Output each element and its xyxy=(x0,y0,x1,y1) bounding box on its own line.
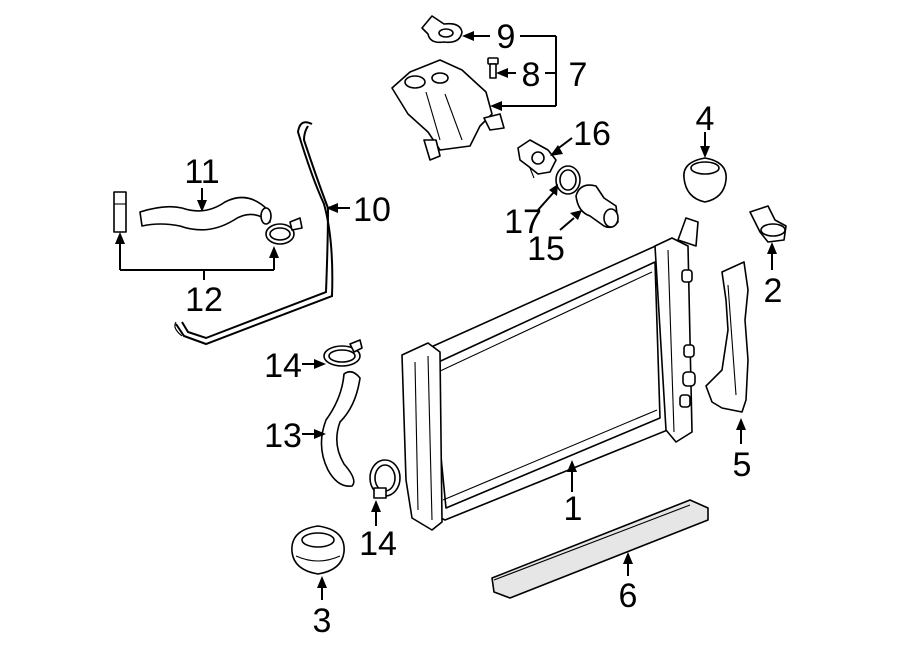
thermostat xyxy=(517,139,557,179)
callout-11: 11 xyxy=(184,153,219,191)
mount-bracket-part xyxy=(749,205,787,243)
callout-9: 9 xyxy=(497,18,516,56)
callout-10: 10 xyxy=(353,191,391,229)
thermostat-housing xyxy=(575,184,619,229)
callout-labels: 1 2 3 4 5 6 7 8 9 10 11 12 13 14 14 15 1… xyxy=(184,18,782,640)
callout-14-lower: 14 xyxy=(359,525,397,563)
overflow-hose xyxy=(174,121,334,346)
upper-clamp-14 xyxy=(323,339,363,367)
radiator-cap xyxy=(683,157,727,203)
leader-lines xyxy=(115,31,777,600)
callout-15: 15 xyxy=(527,230,565,268)
hose-clamp-set xyxy=(113,191,303,245)
callout-13: 13 xyxy=(264,417,302,455)
bolt xyxy=(487,57,499,79)
upper-radiator-hose xyxy=(139,196,272,231)
lower-clamp-14 xyxy=(369,459,401,499)
lower-insulator xyxy=(291,525,345,575)
callout-16: 16 xyxy=(573,115,611,153)
callout-5: 5 xyxy=(733,446,752,484)
callout-6: 6 xyxy=(619,577,638,615)
lower-radiator-hose xyxy=(320,370,361,487)
callout-2: 2 xyxy=(764,272,783,310)
reservoir-cap xyxy=(421,15,463,44)
radiator xyxy=(401,217,699,531)
callout-3: 3 xyxy=(313,602,332,640)
callout-4: 4 xyxy=(696,100,715,138)
callout-12: 12 xyxy=(185,281,223,319)
callout-7: 7 xyxy=(569,56,588,94)
lower-air-seal xyxy=(491,499,709,599)
callout-8: 8 xyxy=(522,56,541,94)
air-deflector xyxy=(705,261,749,413)
gasket-ring xyxy=(555,165,581,195)
callout-14-upper: 14 xyxy=(264,347,302,385)
coolant-reservoir xyxy=(391,59,505,161)
callout-17: 17 xyxy=(504,203,542,241)
callout-1: 1 xyxy=(564,490,583,528)
